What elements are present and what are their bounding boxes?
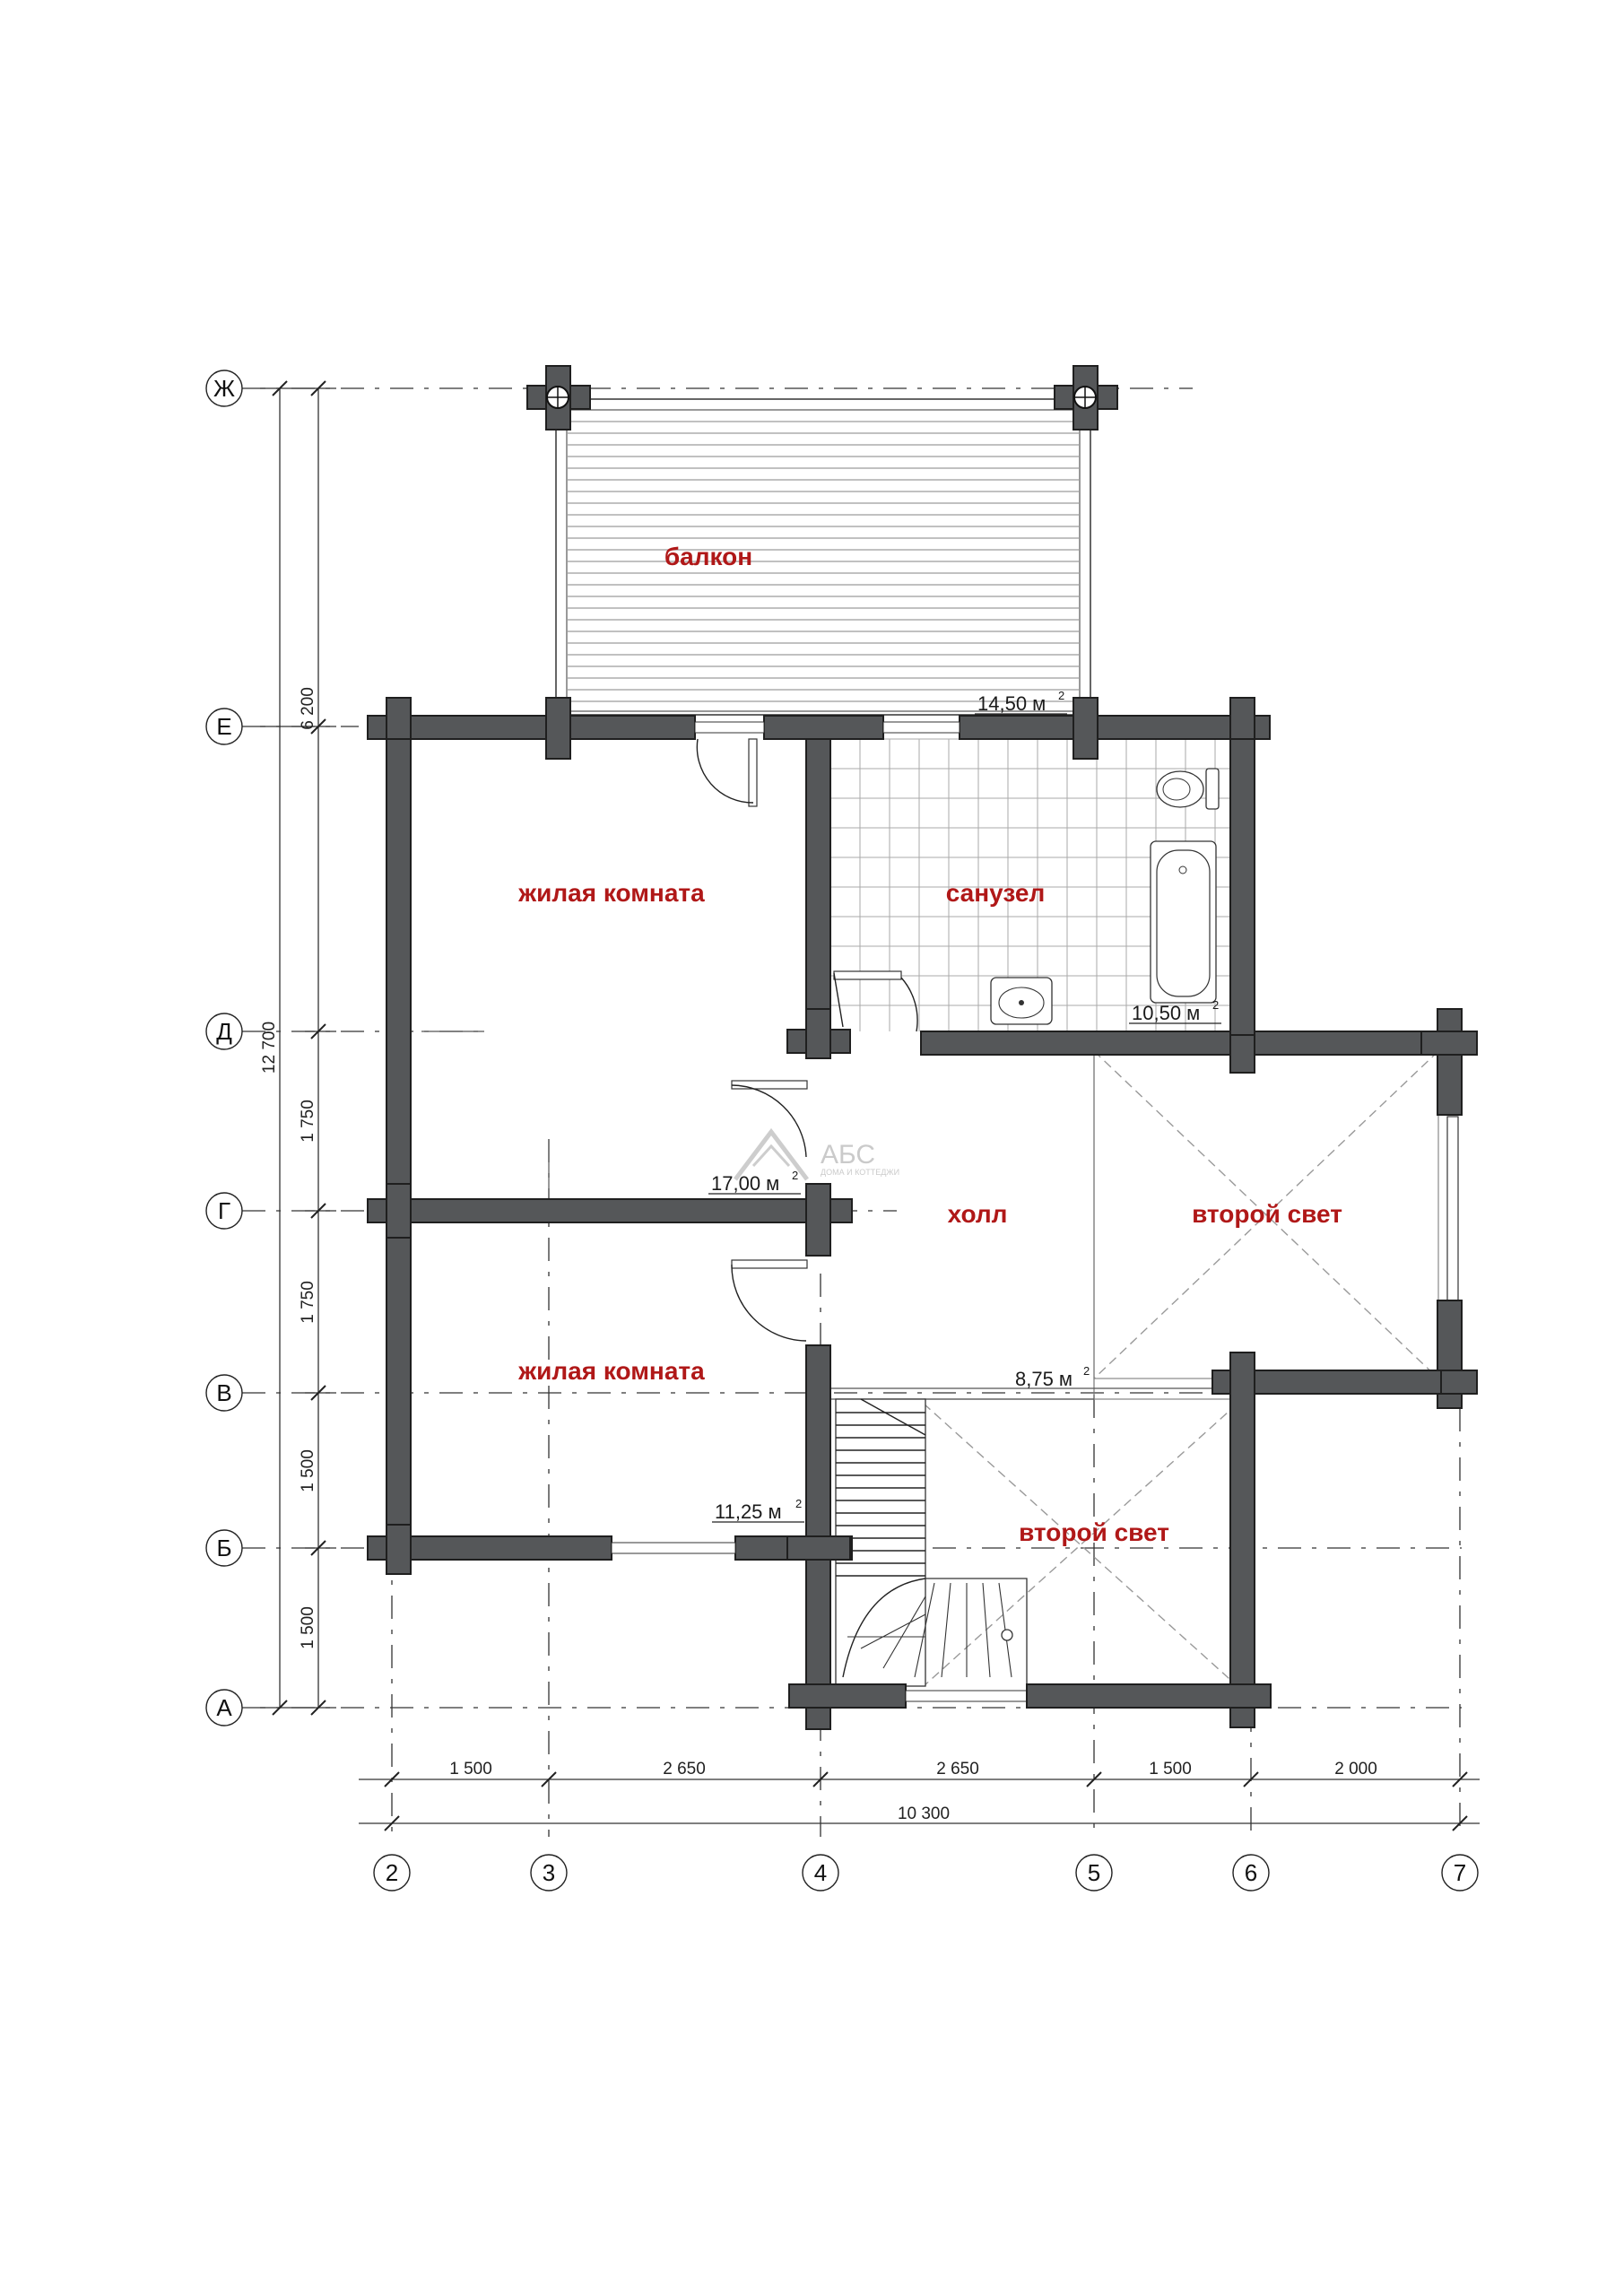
- axis-label: 2: [386, 1859, 398, 1886]
- area-living1: 17,00 м: [711, 1172, 779, 1195]
- axis-bubbles-letters: Ж Е Д Г В Б А: [205, 370, 243, 1726]
- area-unit-sup: 2: [792, 1169, 798, 1182]
- axis-label: А: [216, 1694, 232, 1721]
- area-unit-sup: 2: [1058, 689, 1064, 702]
- dim-left-seg: 1 500: [299, 1606, 317, 1649]
- axis-label: В: [216, 1379, 231, 1406]
- axis-label: 6: [1245, 1859, 1257, 1886]
- axis-bubbles-numbers: 2 3 4 5 6 7: [373, 1854, 1479, 1892]
- door-living2: [731, 1259, 808, 1342]
- dim-bottom-seg: 2 650: [936, 1760, 979, 1779]
- area-unit-sup: 2: [795, 1497, 802, 1510]
- room-label-second-light-1: второй свет: [1192, 1200, 1342, 1228]
- door-balcony: [696, 738, 758, 807]
- second-light-right: [1093, 1050, 1459, 1379]
- balcony-post-right: [1054, 365, 1118, 430]
- axis-label: 7: [1454, 1859, 1466, 1886]
- room-labels: балкон жилая комната санузел холл второй…: [517, 543, 1342, 1546]
- room-label-balcony: балкон: [664, 543, 752, 570]
- area-balcony: 14,50 м: [977, 692, 1046, 715]
- dim-bottom-seg: 2 000: [1334, 1760, 1377, 1779]
- dim-left-seg: 1 750: [299, 1281, 317, 1324]
- sink-icon: [990, 977, 1053, 1025]
- axis-label: Д: [216, 1018, 232, 1045]
- left-dimensions: 12 700 6 200 1 750 1 750 1 500 1 500: [260, 380, 336, 1716]
- axis-label: Б: [216, 1535, 231, 1561]
- area-hall: 8,75 м: [1015, 1368, 1073, 1390]
- area-unit-sup: 2: [1212, 998, 1219, 1012]
- axis-label: Ж: [213, 375, 235, 402]
- dim-left-top: 6 200: [299, 687, 317, 730]
- dim-bottom-total: 10 300: [898, 1805, 950, 1823]
- dim-left-total: 12 700: [260, 1022, 279, 1074]
- logo-tagline: ДОМА И КОТТЕДЖИ: [821, 1168, 899, 1177]
- balcony-deck: [526, 365, 1118, 716]
- axis-label: Г: [218, 1197, 230, 1224]
- balcony-post-left: [526, 365, 591, 430]
- area-unit-sup: 2: [1083, 1364, 1090, 1378]
- room-label-hall: холл: [948, 1200, 1008, 1228]
- dim-left-seg: 1 500: [299, 1449, 317, 1492]
- area-labels: 14,50 м 2 17,00 м 2 10,50 м 2 8,75 м 2 1…: [708, 689, 1221, 1523]
- room-label-second-light-2: второй свет: [1019, 1518, 1169, 1546]
- walls: [367, 697, 1478, 1730]
- door-bathroom: [833, 970, 918, 1032]
- dim-left-seg: 1 750: [299, 1100, 317, 1143]
- dim-bottom-seg: 1 500: [1149, 1760, 1192, 1779]
- room-label-bathroom: санузел: [946, 879, 1046, 907]
- area-living2: 11,25 м: [715, 1500, 782, 1523]
- bathtub-icon: [1150, 840, 1217, 1004]
- axis-label: 3: [543, 1859, 555, 1886]
- room-label-living2: жилая комната: [517, 1357, 705, 1385]
- door-living1: [731, 1080, 808, 1158]
- dim-bottom-seg: 2 650: [663, 1760, 706, 1779]
- dim-bottom-seg: 1 500: [449, 1760, 492, 1779]
- logo-name: АБС: [821, 1140, 875, 1170]
- area-bathroom: 10,50 м: [1132, 1002, 1200, 1024]
- axis-label: Е: [216, 713, 231, 740]
- toilet-icon: [1156, 768, 1220, 810]
- axis-label: 4: [814, 1859, 827, 1886]
- staircase: [835, 1398, 1028, 1687]
- axis-label: 5: [1088, 1859, 1100, 1886]
- logo-watermark: АБС ДОМА И КОТТЕДЖИ: [734, 1127, 899, 1181]
- stair-arrow: [860, 1398, 926, 1436]
- bottom-dimensions: 1 500 2 650 2 650 1 500 2 000 10 300: [359, 1760, 1480, 1831]
- room-label-living1: жилая комната: [517, 879, 705, 907]
